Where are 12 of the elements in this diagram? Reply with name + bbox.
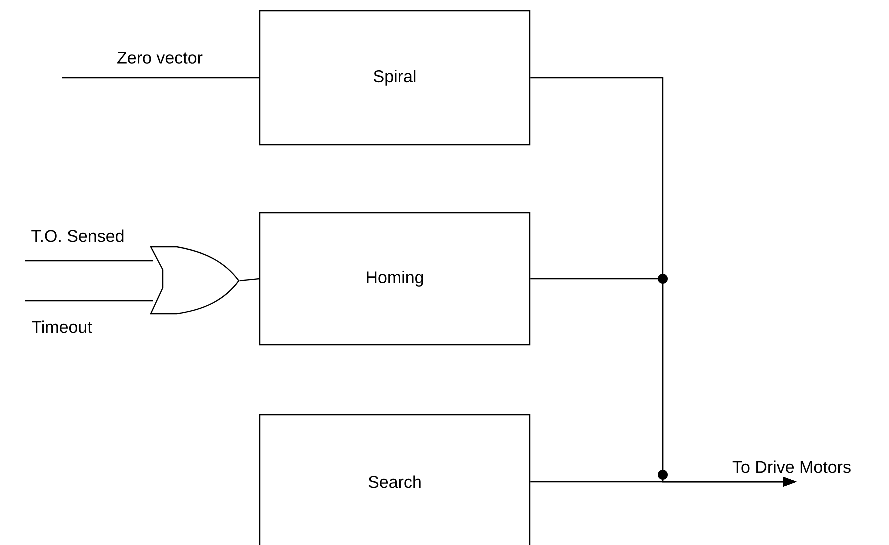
connector-line [25,260,153,262]
edge-label: Zero vector [118,52,203,64]
process-box: Search [259,414,531,545]
or-gate-symbol [150,246,240,315]
edge-label: T.O. Sensed [32,230,124,242]
connector-line [25,300,153,302]
edge-label: Timeout [32,320,92,334]
edge-label: To Drive Motors [732,460,851,474]
process-box: Homing [259,212,531,346]
connector-line [240,278,260,282]
process-box: Spiral [259,10,531,146]
connector-line [62,77,260,79]
